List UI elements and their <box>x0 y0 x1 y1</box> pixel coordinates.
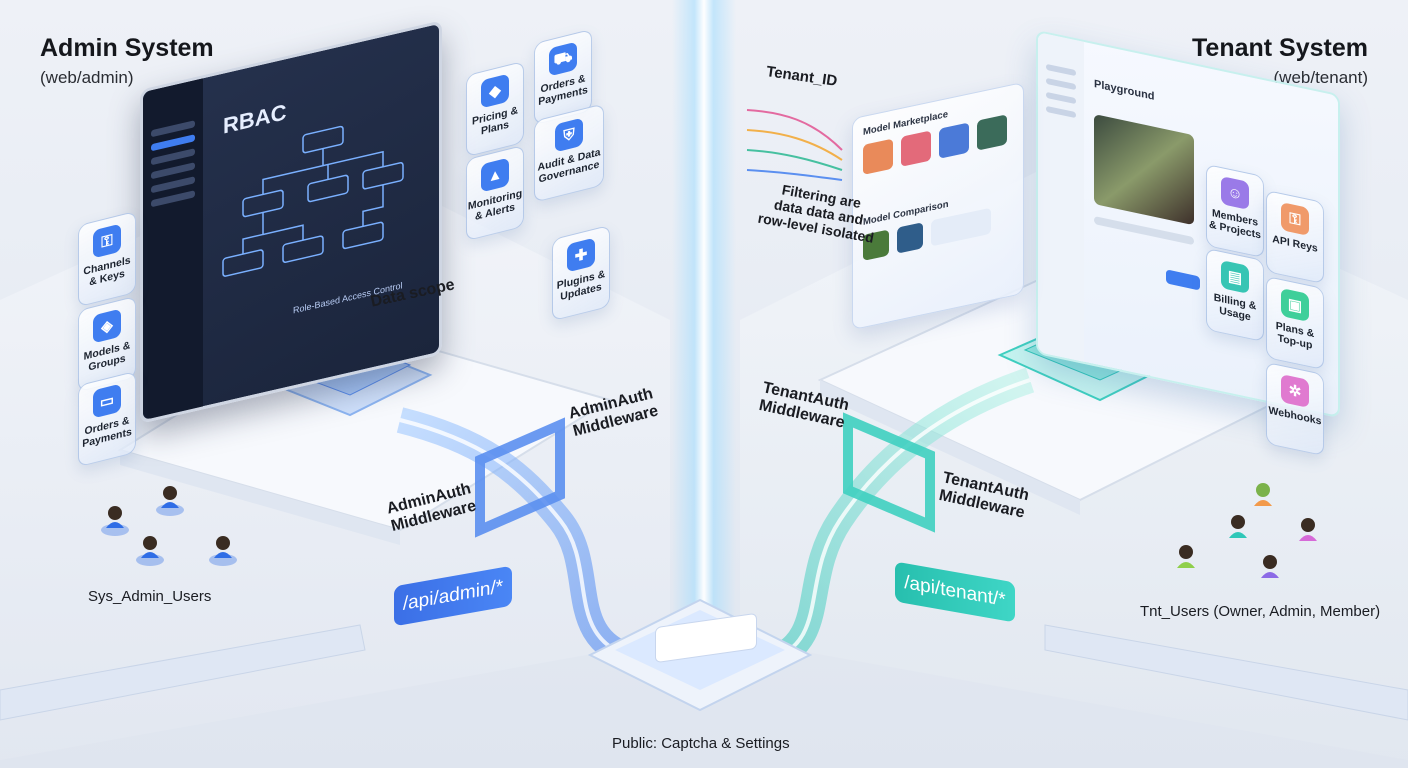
cart-icon: ⛟ <box>549 41 577 77</box>
rbac-tree-diagram <box>222 125 404 277</box>
playground-title: Playground <box>1094 78 1155 103</box>
tenant-tile-4[interactable]: ✲Webhooks <box>1266 361 1324 457</box>
tenant-tile-0-label: Members & Projects <box>1209 207 1261 242</box>
admin-tile-right-4[interactable]: ✚Plugins & Updates <box>552 224 610 322</box>
admin-tile-right-3-label: Audit & Data Governance <box>537 146 601 186</box>
puzzle-icon: ✚ <box>567 237 595 273</box>
comparison-card[interactable] <box>897 222 923 254</box>
cube-icon: ◆ <box>481 73 509 109</box>
tenant-tile-1-label: API Reys <box>1272 233 1318 255</box>
card-icon: ▭ <box>93 383 121 419</box>
admin-tile-right-0-label: Pricing & Plans <box>471 104 519 138</box>
admin-tile-left-1-label: Models & Groups <box>83 339 131 374</box>
tenant-tile-2[interactable]: ▤Billing & Usage <box>1206 247 1264 343</box>
admin-tile-left-2-label: Orders & Payments <box>82 414 132 451</box>
shield-icon: ⛨ <box>555 117 583 153</box>
members-icon: ☺ <box>1221 176 1249 210</box>
tenant-system-title: Tenant System <box>1192 34 1368 62</box>
admin-console-screen: RBAC Role-Based Access Control <box>140 20 442 424</box>
tenant-tile-0[interactable]: ☺Members & Projects <box>1206 163 1264 259</box>
admin-system-title: Admin System <box>40 34 214 62</box>
comparison-chart <box>931 207 991 247</box>
model-card[interactable] <box>901 130 931 167</box>
tenant-sidebar <box>1038 32 1084 362</box>
playground-run-button[interactable] <box>1166 269 1200 291</box>
tenant-id-data-streams <box>746 109 843 181</box>
tenant-tile-3[interactable]: ▣Plans & Top-up <box>1266 275 1324 371</box>
billing-icon: ▤ <box>1221 260 1249 294</box>
plans-icon: ▣ <box>1281 288 1309 322</box>
admin-users-icons <box>101 486 237 566</box>
admin-sidebar <box>143 78 203 421</box>
admin-tile-right-0[interactable]: ◆Pricing & Plans <box>466 60 524 158</box>
tenant-sidebar-item[interactable] <box>1046 77 1076 91</box>
model-card[interactable] <box>977 114 1007 151</box>
tenant-sidebar-item[interactable] <box>1046 63 1076 77</box>
tenant-tile-3-label: Plans & Top-up <box>1275 319 1315 352</box>
admin-system-subtitle: (web/admin) <box>40 68 134 87</box>
tenant-users-icons <box>1177 483 1317 578</box>
tenant-tile-4-label: Webhooks <box>1268 404 1322 428</box>
admin-tile-right-4-label: Plugins & Updates <box>556 267 606 304</box>
key-icon: ⚿ <box>1281 202 1309 236</box>
model-card[interactable] <box>863 138 893 175</box>
tenant-tile-2-label: Billing & Usage <box>1213 291 1257 324</box>
admin-tile-left-0[interactable]: ⚿Channels & Keys <box>78 210 136 308</box>
public-settings-label: Public: Captcha & Settings <box>612 735 790 752</box>
admin-tile-right-2-label: Monitoring & Alerts <box>467 187 523 223</box>
tenant-tile-1[interactable]: ⚿API Reys <box>1266 189 1324 285</box>
admin-tile-right-3[interactable]: ⛨Audit & Data Governance <box>534 103 604 203</box>
tenant-sidebar-item[interactable] <box>1046 91 1076 105</box>
center-divider-glow <box>672 0 736 620</box>
model-card[interactable] <box>939 122 969 159</box>
admin-tile-left-0-label: Channels & Keys <box>83 254 131 289</box>
admin-tile-left-2[interactable]: ▭Orders & Payments <box>78 370 136 468</box>
admin-sidebar-item[interactable] <box>151 190 195 208</box>
model-icon: ◈ <box>93 308 121 344</box>
tenant-system-subtitle: (web/tenant) <box>1273 68 1369 87</box>
chart-icon: ▲ <box>481 157 509 193</box>
tenant-users-label: Tnt_Users (Owner, Admin, Member) <box>1140 603 1381 620</box>
admin-tile-right-1-label: Orders & Payments <box>538 72 588 109</box>
sys-admin-users-label: Sys_Admin_Users <box>88 588 212 605</box>
admin-tile-right-2[interactable]: ▲Monitoring & Alerts <box>466 144 524 242</box>
webhook-icon: ✲ <box>1281 374 1309 408</box>
tenant-sidebar-item[interactable] <box>1046 105 1076 119</box>
key-icon: ⚿ <box>93 223 121 259</box>
playground-preview-image <box>1094 114 1194 226</box>
